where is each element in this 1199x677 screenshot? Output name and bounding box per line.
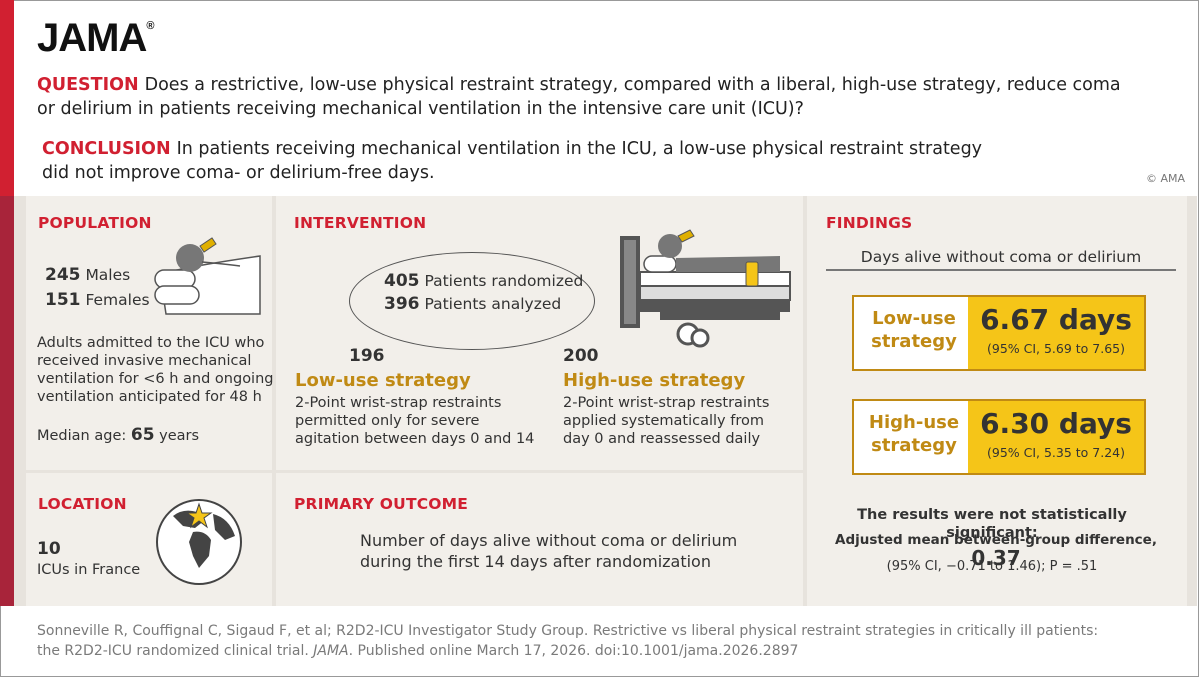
randomization-ellipse bbox=[349, 252, 595, 350]
citation: Sonneville R, Couffignal C, Sigaud F, et… bbox=[37, 623, 1099, 659]
jama-logo: JAMA® bbox=[37, 16, 154, 60]
primary-outcome-text: Number of days alive without coma or del… bbox=[360, 531, 738, 571]
patients-randomized: 405 Patients randomized bbox=[384, 271, 584, 291]
icu-count: 10 bbox=[37, 539, 61, 559]
findings-subheading: Days alive without coma or delirium bbox=[860, 248, 1142, 266]
findings-heading: FINDINGS bbox=[826, 214, 913, 232]
patient-in-bed-icon bbox=[154, 237, 261, 315]
primary-outcome-heading: PRIMARY OUTCOME bbox=[294, 495, 469, 513]
conclusion-text-line2: did not improve coma- or delirium-free d… bbox=[42, 163, 435, 183]
patients-analyzed: 396 Patients analyzed bbox=[384, 294, 562, 314]
question-text: Does a restrictive, low-use physical res… bbox=[37, 75, 1121, 119]
divider bbox=[276, 470, 803, 473]
high-use-result-label: High-use strategy bbox=[868, 412, 960, 456]
difference-ci: (95% CI, −0.71 to 1.46); P = .51 bbox=[886, 559, 1098, 574]
low-use-result-value: 6.67 days (95% CI, 5.69 to 7.65) bbox=[968, 297, 1144, 369]
low-use-description: 2-Point wrist-strap restraints permitted… bbox=[295, 395, 535, 447]
icu-label: ICUs in France bbox=[37, 562, 141, 578]
dark-red-accent-bar bbox=[0, 196, 14, 606]
red-accent-bar bbox=[0, 0, 14, 196]
low-use-result-box: Low-use strategy 6.67 days (95% CI, 5.69… bbox=[852, 295, 1146, 371]
low-use-n: 196 bbox=[349, 346, 385, 366]
location-heading: LOCATION bbox=[38, 495, 127, 513]
males-count: 245 Males bbox=[45, 265, 131, 285]
high-use-n: 200 bbox=[563, 346, 599, 366]
high-use-description: 2-Point wrist-strap restraints applied s… bbox=[563, 395, 770, 447]
females-count: 151 Females bbox=[45, 290, 150, 310]
conclusion-text-line1: In patients receiving mechanical ventila… bbox=[176, 139, 983, 159]
between-group-difference: Adjusted mean between-group difference, … bbox=[835, 532, 1157, 570]
significance-statement: The results were not statistically signi… bbox=[857, 507, 1127, 541]
intervention-heading: INTERVENTION bbox=[294, 214, 427, 232]
population-description: Adults admitted to the ICU who received … bbox=[37, 335, 274, 405]
high-use-strategy-title: High-use strategy bbox=[563, 370, 746, 391]
copyright: © AMA bbox=[1145, 172, 1185, 185]
question-tag: QUESTION bbox=[37, 75, 139, 95]
globe-icon bbox=[156, 499, 242, 585]
findings-rule bbox=[826, 269, 1176, 271]
low-use-result-label: Low-use strategy bbox=[871, 308, 957, 352]
divider bbox=[26, 470, 272, 473]
high-use-result-box: High-use strategy 6.30 days (95% CI, 5.3… bbox=[852, 399, 1146, 475]
population-heading: POPULATION bbox=[38, 214, 152, 232]
median-age: Median age: 65 years bbox=[37, 425, 200, 445]
conclusion-tag: CONCLUSION bbox=[42, 139, 171, 159]
hospital-bed-restraint-icon bbox=[620, 229, 791, 348]
low-use-strategy-title: Low-use strategy bbox=[295, 370, 471, 391]
high-use-result-value: 6.30 days (95% CI, 5.35 to 7.24) bbox=[968, 401, 1144, 473]
